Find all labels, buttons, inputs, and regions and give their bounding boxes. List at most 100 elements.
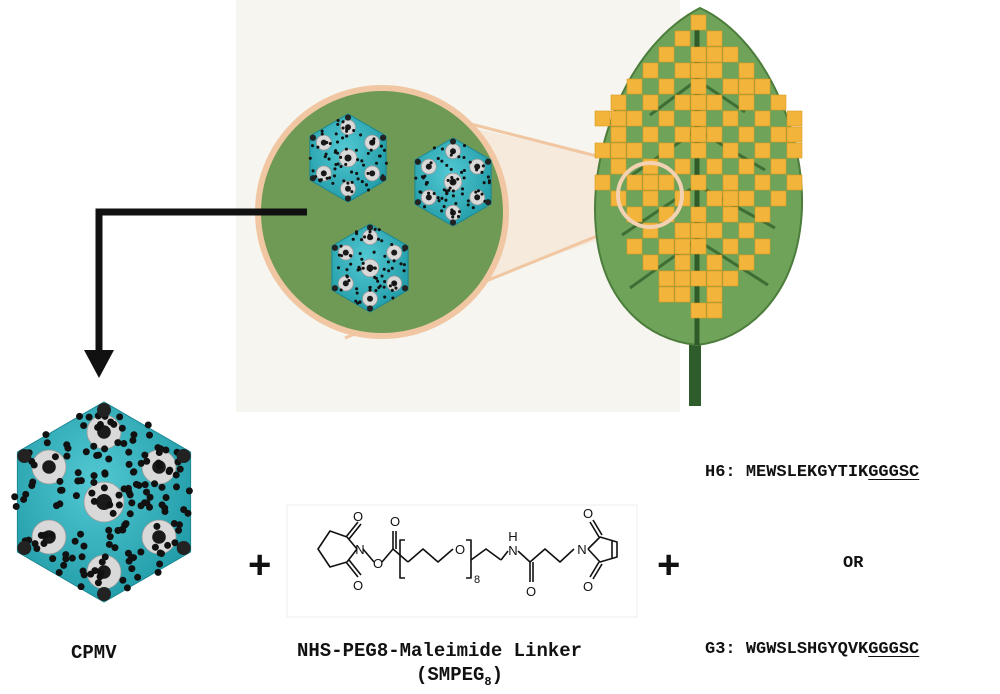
leaf-patch xyxy=(722,142,739,159)
leaf-patches xyxy=(594,14,803,319)
leaf-patch xyxy=(722,270,739,287)
virus-particles-zoomed xyxy=(308,113,492,313)
leaf-patch xyxy=(738,78,755,95)
leaf-patch xyxy=(738,190,755,207)
arrow-connector xyxy=(95,208,307,352)
leaf-patch xyxy=(706,190,723,207)
cpmv-capsid xyxy=(11,401,193,603)
leaf-patch xyxy=(770,126,787,143)
leaf-patch xyxy=(642,62,659,79)
leaf-patch xyxy=(626,142,643,159)
leaf-patch xyxy=(738,158,755,175)
peg-repeat: 8 xyxy=(474,574,480,586)
leaf-patch xyxy=(690,62,707,79)
leaf-patch xyxy=(722,174,739,191)
leaf-patch xyxy=(706,46,723,63)
linker-label-line1: NHS-PEG8-Maleimide Linker xyxy=(297,640,583,662)
peptide-h6: H6: MEWSLEKGYTIKGGGSC xyxy=(705,463,919,482)
leaf-patch xyxy=(626,110,643,127)
leaf-patch xyxy=(674,158,691,175)
atom-o3: O xyxy=(373,556,383,571)
leaf-patch xyxy=(658,270,675,287)
leaf-patch xyxy=(690,238,707,255)
leaf-patch xyxy=(610,158,627,175)
leaf-patch xyxy=(674,270,691,287)
leaf-patch xyxy=(786,142,803,159)
leaf-patch xyxy=(674,286,691,303)
leaf-patch xyxy=(738,222,755,239)
leaf-patch xyxy=(674,222,691,239)
leaf-patch xyxy=(626,174,643,191)
leaf-patch xyxy=(706,270,723,287)
linker-atom-labels: O N O O O O 8 H N O N O O xyxy=(353,506,593,599)
leaf-patch xyxy=(610,110,627,127)
leaf-patch xyxy=(674,62,691,79)
leaf-patch xyxy=(690,46,707,63)
leaf-patch xyxy=(706,254,723,271)
leaf-patch xyxy=(690,222,707,239)
peptide-h6-seq: MEWSLEKGYTIK xyxy=(745,463,869,482)
leaf-zoom-circle xyxy=(616,161,684,229)
leaf-patch xyxy=(722,238,739,255)
leaf-patch xyxy=(626,238,643,255)
leaf-patch xyxy=(738,126,755,143)
leaf-patch xyxy=(754,78,771,95)
atom-n1: N xyxy=(355,542,364,557)
leaf-patch xyxy=(658,46,675,63)
atom-nh-n: N xyxy=(508,543,517,558)
peptide-g3: G3: WGWSLSHGYQVKGGGSC xyxy=(705,640,919,659)
leaf-patch xyxy=(722,206,739,223)
atom-maleimide-o-top: O xyxy=(583,506,593,521)
atom-o2: O xyxy=(353,578,363,593)
leaf-patch xyxy=(610,94,627,111)
leaf-patch xyxy=(690,142,707,159)
leaf-patch xyxy=(594,174,611,191)
or-label: OR xyxy=(843,554,864,573)
linker-structure-box xyxy=(286,504,638,618)
atom-o4: O xyxy=(390,514,400,529)
leaf-patch xyxy=(690,302,707,319)
leaf-patch xyxy=(706,302,723,319)
leaf-patch xyxy=(642,94,659,111)
leaf-patch xyxy=(658,286,675,303)
leaf-patch xyxy=(690,126,707,143)
leaf-patch xyxy=(594,142,611,159)
cpmv-particle xyxy=(11,401,193,603)
atom-o1: O xyxy=(353,509,363,524)
peptide-h6-tag: GGGSC xyxy=(868,463,920,482)
leaf-patch xyxy=(610,126,627,143)
atom-maleimide-o-bottom: O xyxy=(583,579,593,594)
arrow-head xyxy=(84,350,114,378)
leaf-patch xyxy=(690,270,707,287)
leaf-patch xyxy=(738,94,755,111)
leaf-patch xyxy=(674,30,691,47)
leaf-patch xyxy=(738,62,755,79)
virus-particle-1 xyxy=(308,113,388,203)
leaf-patch xyxy=(690,14,707,31)
leaf-patch xyxy=(706,158,723,175)
atom-maleimide-n: N xyxy=(577,542,586,557)
leaf-patch xyxy=(674,254,691,271)
leaf-patch xyxy=(642,126,659,143)
atom-o5: O xyxy=(455,542,465,557)
leaf-patch xyxy=(642,254,659,271)
leaf-patch xyxy=(706,30,723,47)
leaf-patch xyxy=(738,254,755,271)
linker-structure xyxy=(317,519,618,582)
cpmv-label: CPMV xyxy=(71,642,117,664)
leaf-patch xyxy=(786,110,803,127)
plus-sign-2: + xyxy=(657,543,681,587)
leaf-patch xyxy=(722,110,739,127)
peptide-g3-tag: GGGSC xyxy=(868,640,920,659)
leaf-patch xyxy=(754,110,771,127)
leaf-patch xyxy=(658,78,675,95)
leaf-patch xyxy=(722,78,739,95)
leaf-patch xyxy=(754,206,771,223)
leaf-patch xyxy=(690,110,707,127)
leaf-patch xyxy=(706,222,723,239)
leaf-patch xyxy=(658,174,675,191)
plus-sign-1: + xyxy=(248,543,272,587)
leaf-patch xyxy=(674,238,691,255)
leaf-patch xyxy=(690,78,707,95)
